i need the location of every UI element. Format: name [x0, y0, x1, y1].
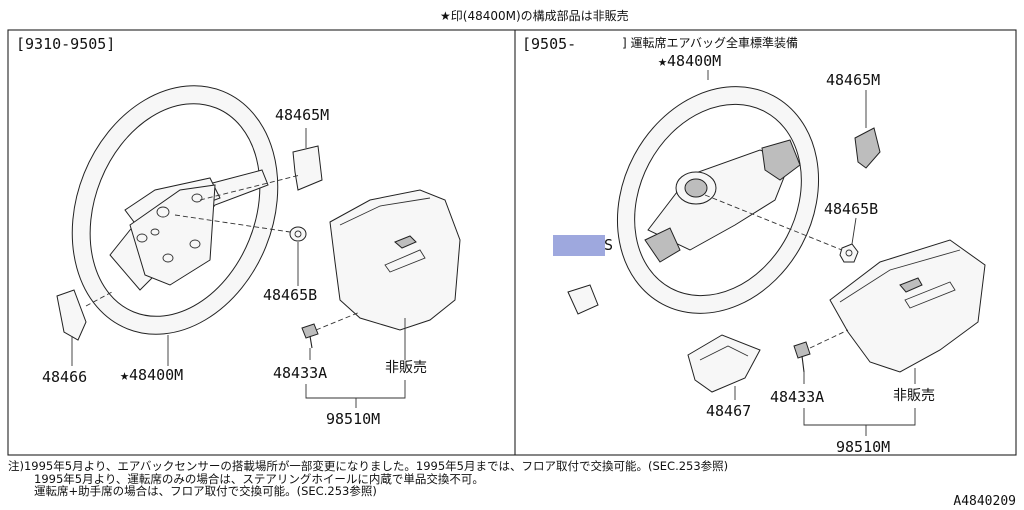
left-clip-part[interactable] — [292, 145, 323, 191]
right-wheel-label: ★48400M — [658, 52, 721, 70]
left-bolt-part[interactable] — [301, 323, 319, 349]
left-nut-part[interactable] — [289, 226, 307, 242]
right-clip-label: 48465M — [826, 71, 880, 89]
parts-diagram: ★印(48400M)の構成部品は非販売 [9310-9505] 48465M — [7, 8, 1017, 456]
right-clip-part[interactable] — [854, 127, 881, 169]
footnote-line: 1995年5月より、運転席のみの場合は、ステアリングホイールに内蔵で単品交換不可… — [34, 471, 484, 486]
left-assembly-bracket — [305, 380, 406, 399]
left-panel: [9310-9505] 48465M 48465 — [16, 35, 461, 428]
footnotes: 注)1995年5月より、エアバックセンサーの搭載場所が一部変更になりました。19… — [8, 460, 1018, 498]
footnote-line: 注)1995年5月より、エアバックセンサーの搭載場所が一部変更になりました。19… — [8, 459, 729, 473]
footnote-line: 運転席+助手席の場合は、フロア取付で交換可能。(SEC.253参照) — [34, 484, 377, 498]
right-trim-part[interactable] — [567, 284, 599, 315]
diagram-frame — [7, 29, 1017, 456]
right-panel: [9505- ] 運転席エアバッグ全車標準装備 ★48400M 48465M 4… — [522, 35, 986, 456]
right-nut-part[interactable] — [839, 243, 859, 263]
right-highlight-box — [553, 235, 605, 256]
left-bolt-label: 48433A — [273, 364, 327, 382]
right-bolt-label: 48433A — [770, 388, 824, 406]
left-cover-label: 48466 — [42, 368, 87, 386]
left-cover-part[interactable] — [56, 289, 87, 341]
right-cover-label: 48467 — [706, 402, 751, 420]
right-nut-label: 48465B — [824, 200, 878, 218]
right-airbag-module[interactable] — [829, 239, 986, 373]
right-assembly-bracket — [803, 408, 916, 426]
right-period-label: [9505- — [522, 35, 576, 53]
right-assembly-label: 98510M — [836, 438, 890, 456]
left-period-label: [9310-9505] — [16, 35, 115, 53]
left-airbag-module[interactable] — [329, 189, 461, 331]
right-not-for-sale-label: 非販売 — [893, 388, 935, 404]
left-not-for-sale-label: 非販売 — [385, 360, 427, 376]
right-partial-label: S — [604, 236, 613, 254]
right-nut-leader — [851, 217, 857, 245]
left-steering-wheel[interactable] — [36, 55, 314, 366]
right-bolt-part[interactable] — [793, 341, 811, 373]
left-clip-label: 48465M — [275, 106, 329, 124]
header-note: ★印(48400M)の構成部品は非販売 — [440, 8, 629, 23]
left-nut-label: 48465B — [263, 286, 317, 304]
left-assembly-label: 98510M — [326, 410, 380, 428]
right-cover-part[interactable] — [687, 334, 761, 393]
diagram-code: A4840209 — [953, 494, 1016, 509]
left-wheel-label: ★48400M — [120, 366, 183, 384]
right-steering-wheel[interactable] — [579, 51, 858, 349]
right-panel-title: ] 運転席エアバッグ全車標準装備 — [622, 35, 798, 50]
